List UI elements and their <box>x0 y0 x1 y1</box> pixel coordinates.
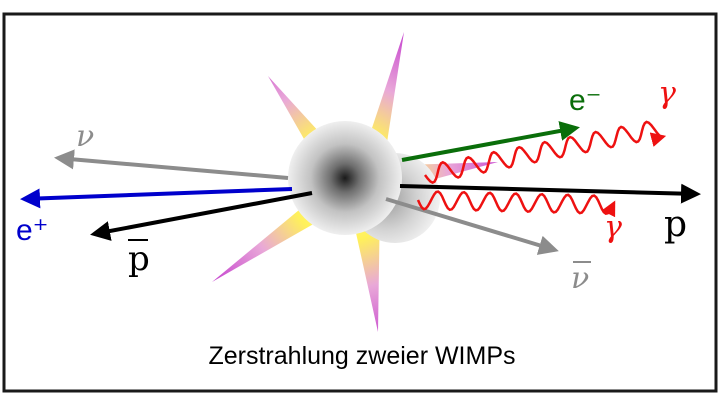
neutrino-label: ν <box>76 119 94 154</box>
electron-track <box>401 121 580 162</box>
positron-track <box>20 187 293 209</box>
proton-track <box>399 183 701 204</box>
wimp-sphere-front <box>288 121 402 235</box>
antineutrino-label: ν <box>571 261 589 296</box>
neutrino-track <box>54 149 289 180</box>
proton-label: p <box>664 204 687 245</box>
antiproton-track <box>90 191 313 241</box>
photon-upper-label: γ <box>658 76 676 111</box>
antineutrino-track <box>385 197 559 255</box>
positron-label: e⁺ <box>16 214 49 247</box>
photon-lower-wave <box>416 190 616 218</box>
photon-upper-wave <box>424 120 667 184</box>
electron-label: e⁻ <box>569 84 602 117</box>
photon-lower-label: γ <box>604 210 622 245</box>
diagram-caption: Zerstrahlung zweier WIMPs <box>208 342 515 370</box>
antiproton-label: p <box>128 239 150 279</box>
